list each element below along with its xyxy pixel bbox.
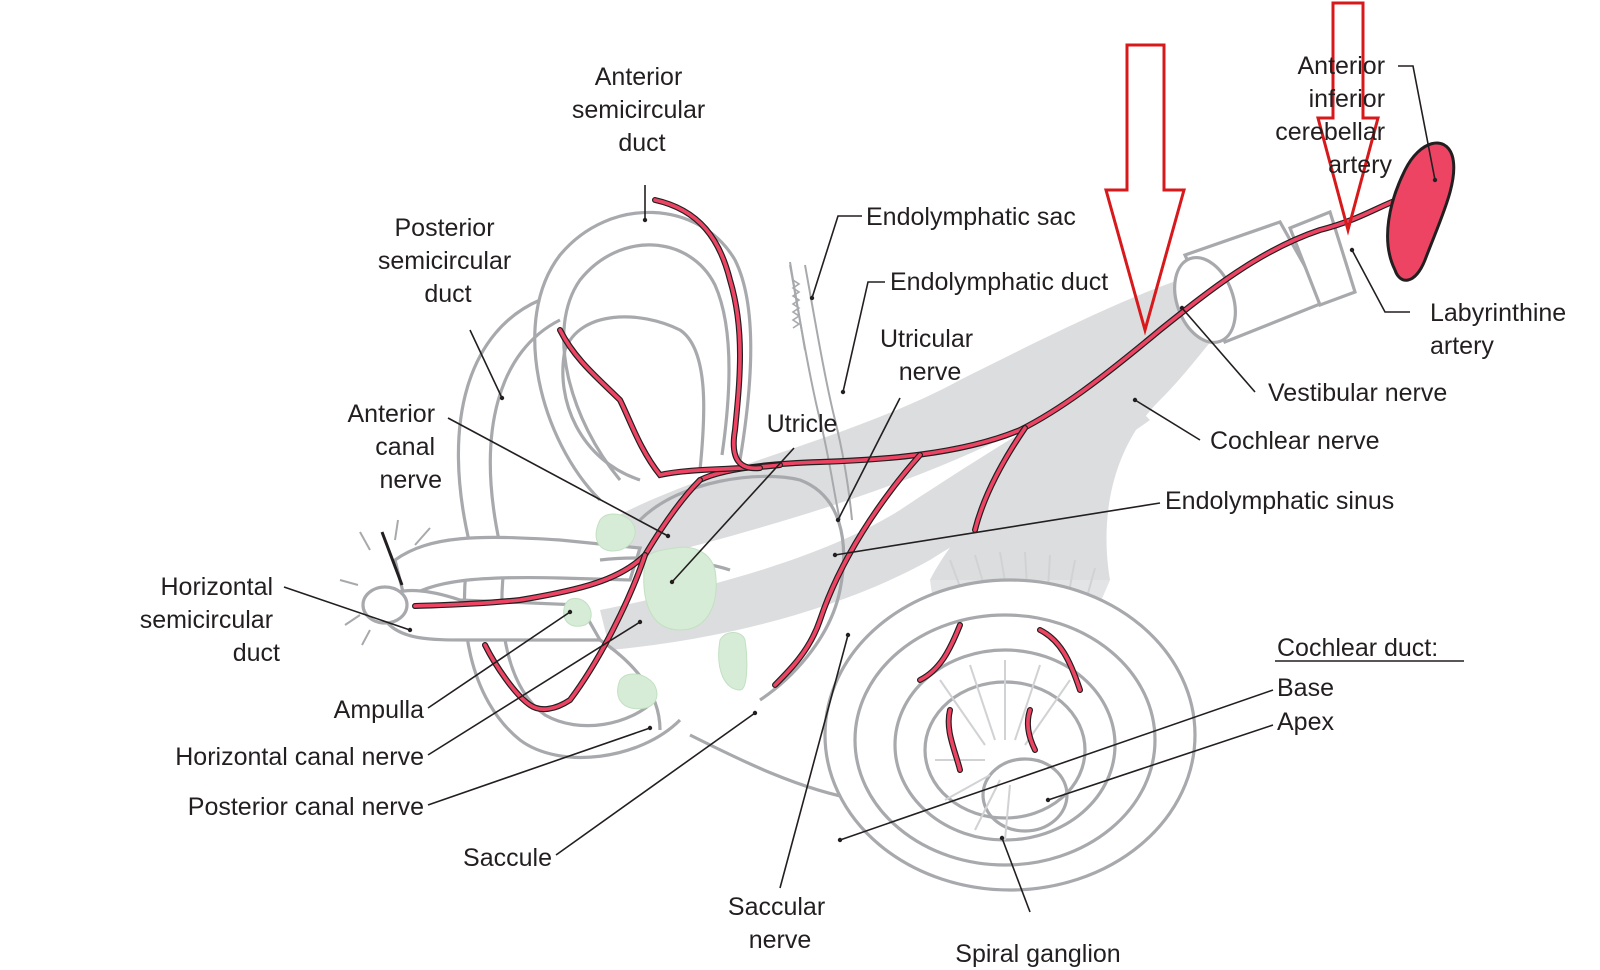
label-anterior-canal-nerve: Anterior canal nerve: [348, 400, 443, 494]
label-horizontal-canal-nerve: Horizontal canal nerve: [175, 743, 424, 771]
labels: Anterior semicircular duct Posterior sem…: [140, 52, 1573, 968]
label-ampulla: Ampulla: [334, 696, 424, 724]
label-saccule: Saccule: [463, 844, 552, 872]
labyrinthine-artery-tree: [412, 141, 1456, 773]
sensory-epithelium: [563, 513, 748, 710]
internal-auditory-canal: [1173, 209, 1357, 345]
label-anterior-inferior-cerebellar-artery: Anterior inferior cerebellar artery: [1275, 52, 1392, 179]
annotation-arrows: [1104, 1, 1380, 336]
label-endolymphatic-sac: Endolymphatic sac: [866, 203, 1076, 231]
label-horizontal-semicircular-duct: Horizontal semicircular duct: [140, 573, 280, 667]
label-endolymphatic-sinus: Endolymphatic sinus: [1165, 487, 1394, 515]
label-labyrinthine-artery: Labyrinthine artery: [1430, 299, 1573, 360]
anterior-semicircular-duct: [533, 210, 753, 502]
horizontal-semicircular-duct: [339, 519, 643, 646]
red-arrow-2: [1316, 1, 1380, 236]
cochlea: [823, 578, 1197, 892]
label-cochlear-duct-heading: Cochlear duct:: [1277, 634, 1438, 662]
label-posterior-canal-nerve: Posterior canal nerve: [188, 793, 424, 821]
leader-lines: [283, 65, 1464, 913]
label-utricular-nerve: Utricular nerve: [880, 325, 980, 386]
label-cochlear-nerve: Cochlear nerve: [1210, 427, 1380, 455]
red-arrow-1: [1104, 43, 1186, 336]
label-spiral-ganglion: Spiral ganglion: [955, 940, 1120, 968]
label-saccular-nerve: Saccular nerve: [728, 893, 832, 954]
label-endolymphatic-duct: Endolymphatic duct: [890, 268, 1108, 296]
label-posterior-semicircular-duct: Posterior semicircular duct: [378, 214, 518, 308]
label-utricle: Utricle: [767, 410, 838, 438]
label-anterior-semicircular-duct: Anterior semicircular duct: [572, 63, 712, 157]
label-apex: Apex: [1277, 708, 1334, 736]
label-vestibular-nerve: Vestibular nerve: [1268, 379, 1447, 407]
label-base: Base: [1277, 674, 1334, 702]
